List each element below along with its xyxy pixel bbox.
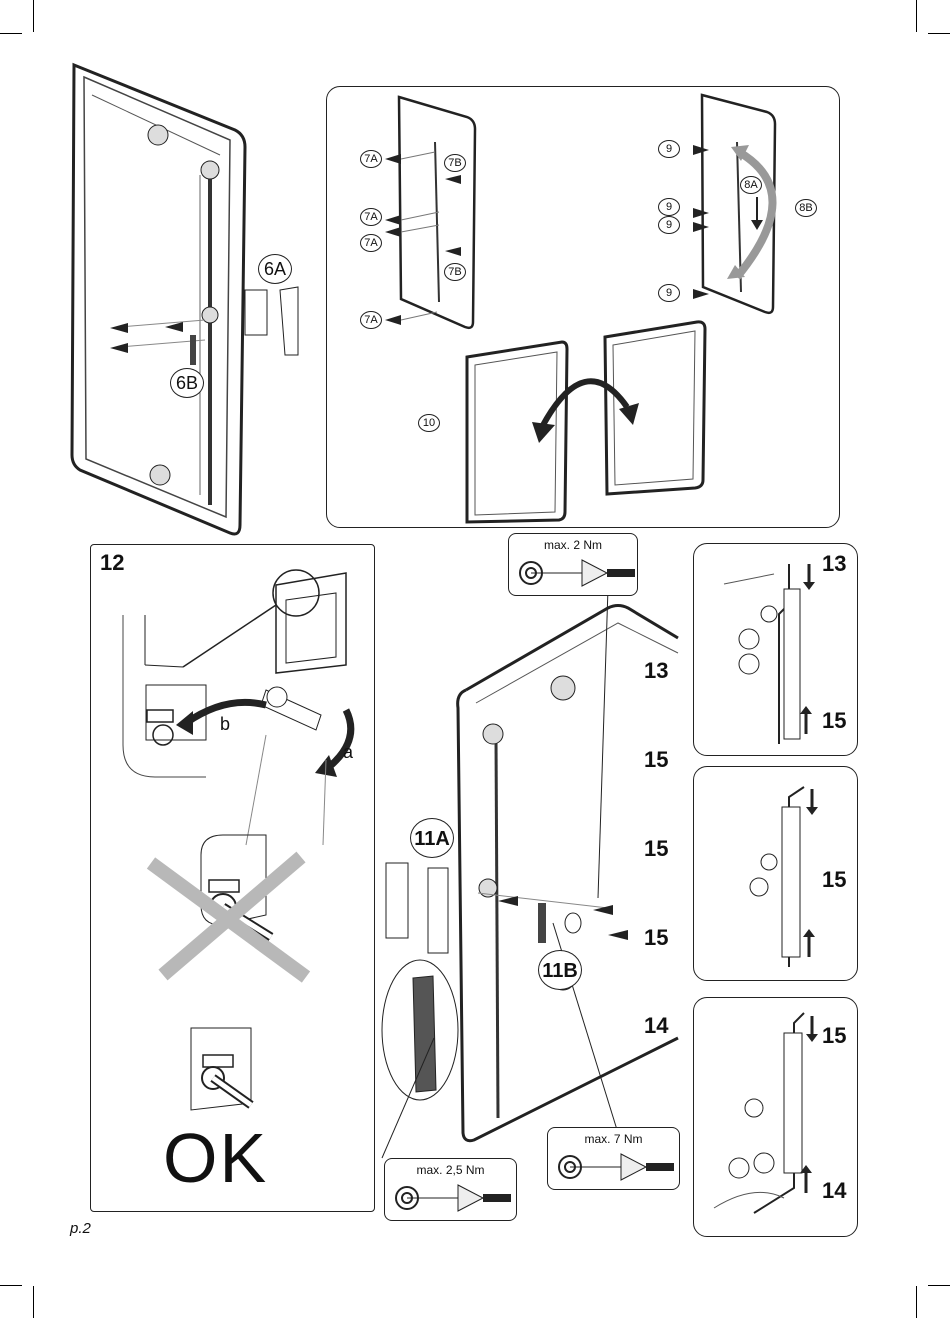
sequence-step-13: 13 xyxy=(644,658,668,684)
step11-drawing xyxy=(378,598,678,1158)
torque-box-bottom: max. 2,5 Nm xyxy=(384,1158,517,1221)
sequence-step-15: 15 xyxy=(644,747,668,773)
step12-panel xyxy=(90,544,375,1212)
label-7a: 7A xyxy=(360,234,382,252)
label-9: 9 xyxy=(658,140,680,158)
label-11a: 11A xyxy=(410,818,454,858)
torque-value: max. 2,5 Nm xyxy=(385,1163,516,1177)
sequence-step-14: 14 xyxy=(644,1013,668,1039)
label-11b: 11B xyxy=(538,950,582,990)
page-number: p.2 xyxy=(70,1220,91,1237)
torque-wrench-icon xyxy=(393,1181,513,1215)
torque-value: max. 7 Nm xyxy=(548,1132,679,1146)
label-7b: 7B xyxy=(444,154,466,172)
detail-step-15: 15 xyxy=(822,1023,846,1049)
step12-drawing xyxy=(91,545,376,1213)
crop-mark xyxy=(916,1286,917,1318)
arrow-a-label: a xyxy=(343,742,353,763)
steps-7-10-panel xyxy=(326,86,840,528)
sequence-step-15: 15 xyxy=(644,925,668,951)
label-7a: 7A xyxy=(360,150,382,168)
torque-box-middle: max. 7 Nm xyxy=(547,1127,680,1190)
step11-illustration xyxy=(378,598,678,1158)
detail-step-15: 15 xyxy=(822,708,846,734)
label-7b: 7B xyxy=(444,263,466,281)
detail-step-13: 13 xyxy=(822,551,846,577)
label-9: 9 xyxy=(658,216,680,234)
label-6a: 6A xyxy=(258,254,292,284)
label-8b: 8B xyxy=(795,199,817,217)
crop-mark xyxy=(0,1285,22,1286)
label-10: 10 xyxy=(418,414,440,432)
ok-text: OK xyxy=(163,1118,268,1198)
label-9: 9 xyxy=(658,198,680,216)
crop-mark xyxy=(0,33,22,34)
torque-value: max. 2 Nm xyxy=(509,538,637,552)
step12-title: 12 xyxy=(100,550,124,576)
steps-7-10-drawing xyxy=(327,87,841,529)
arrow-b-label: b xyxy=(220,714,230,735)
sequence-step-15: 15 xyxy=(644,836,668,862)
crop-mark xyxy=(33,0,34,32)
torque-wrench-icon xyxy=(556,1150,676,1184)
crop-mark xyxy=(916,0,917,32)
crop-mark xyxy=(928,1285,950,1286)
label-7a: 7A xyxy=(360,208,382,226)
label-7a: 7A xyxy=(360,311,382,329)
crop-mark xyxy=(33,1286,34,1318)
torque-box-top: max. 2 Nm xyxy=(508,533,638,596)
crop-mark xyxy=(928,33,950,34)
label-6b: 6B xyxy=(170,368,204,398)
label-9: 9 xyxy=(658,284,680,302)
torque-wrench-icon xyxy=(517,556,637,590)
detail-step-14: 14 xyxy=(822,1178,846,1204)
door-frame-drawing xyxy=(60,55,320,545)
step6-illustration xyxy=(60,55,320,545)
label-8a: 8A xyxy=(740,176,762,194)
detail-step-15: 15 xyxy=(822,867,846,893)
